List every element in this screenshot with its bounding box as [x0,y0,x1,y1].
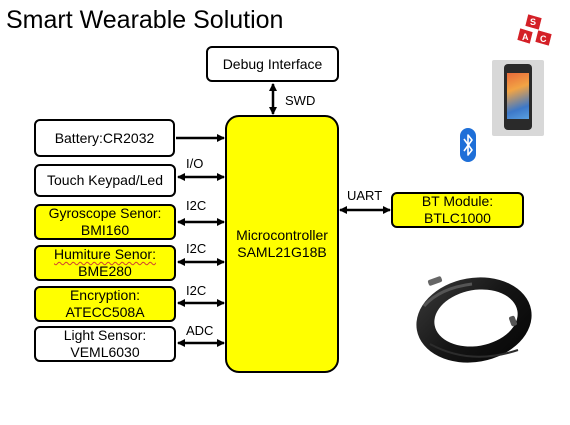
swd-label: SWD [285,93,316,108]
debug-interface-label: Debug Interface [222,55,323,72]
light-sensor-label: Light Sensor: [63,327,147,343]
keypad-box: Touch Keypad/Led [34,164,176,197]
page-title: Smart Wearable Solution [6,6,284,34]
phone-screen [507,73,529,119]
battery-label: Battery:CR2032 [54,129,155,146]
bt-module-part: BTLC1000 [424,210,491,226]
humiture-box: Humiture Senor: BME280 [34,245,176,281]
io-label: I/O [186,156,204,171]
light-sensor-part: VEML6030 [70,344,140,360]
mcu-label: Microcontroller [236,227,328,243]
smartphone-image [492,60,544,136]
encryption-box: Encryption: ATECC508A [34,286,176,322]
bluetooth-icon [460,128,476,162]
encryption-label: Encryption: [69,287,141,303]
adc-label: ADC [186,323,214,338]
band-hole [434,289,518,347]
svg-text:C: C [540,34,547,44]
gyroscope-part: BMI160 [80,222,130,238]
humiture-part: BME280 [78,263,132,279]
humiture-bus-label: I2C [186,241,207,256]
microcontroller-box: Microcontroller SAML21G18B [225,115,339,373]
phone-body [504,64,532,130]
bt-module-label: BT Module: [421,193,494,209]
sac-logo: S A C [516,14,553,47]
keypad-label: Touch Keypad/Led [47,172,163,188]
battery-box: Battery:CR2032 [34,119,175,157]
debug-interface-box: Debug Interface [206,46,339,82]
encryption-part: ATECC508A [65,304,145,320]
svg-text:A: A [522,32,529,42]
uart-label: UART [347,188,383,203]
humiture-label: Humiture Senor: [54,246,156,263]
fitness-band-image [416,276,532,363]
light-sensor-box: Light Sensor: VEML6030 [34,326,176,362]
gyro-bus-label: I2C [186,198,207,213]
encryption-bus-label: I2C [186,283,207,298]
gyroscope-label: Gyroscope Senor: [48,205,162,221]
mcu-part: SAML21G18B [237,244,327,260]
humiture-label-text: Humiture Senor: [54,246,156,262]
bt-module-box: BT Module: BTLC1000 [391,192,524,228]
svg-text:S: S [530,17,536,27]
gyroscope-box: Gyroscope Senor: BMI160 [34,204,176,240]
